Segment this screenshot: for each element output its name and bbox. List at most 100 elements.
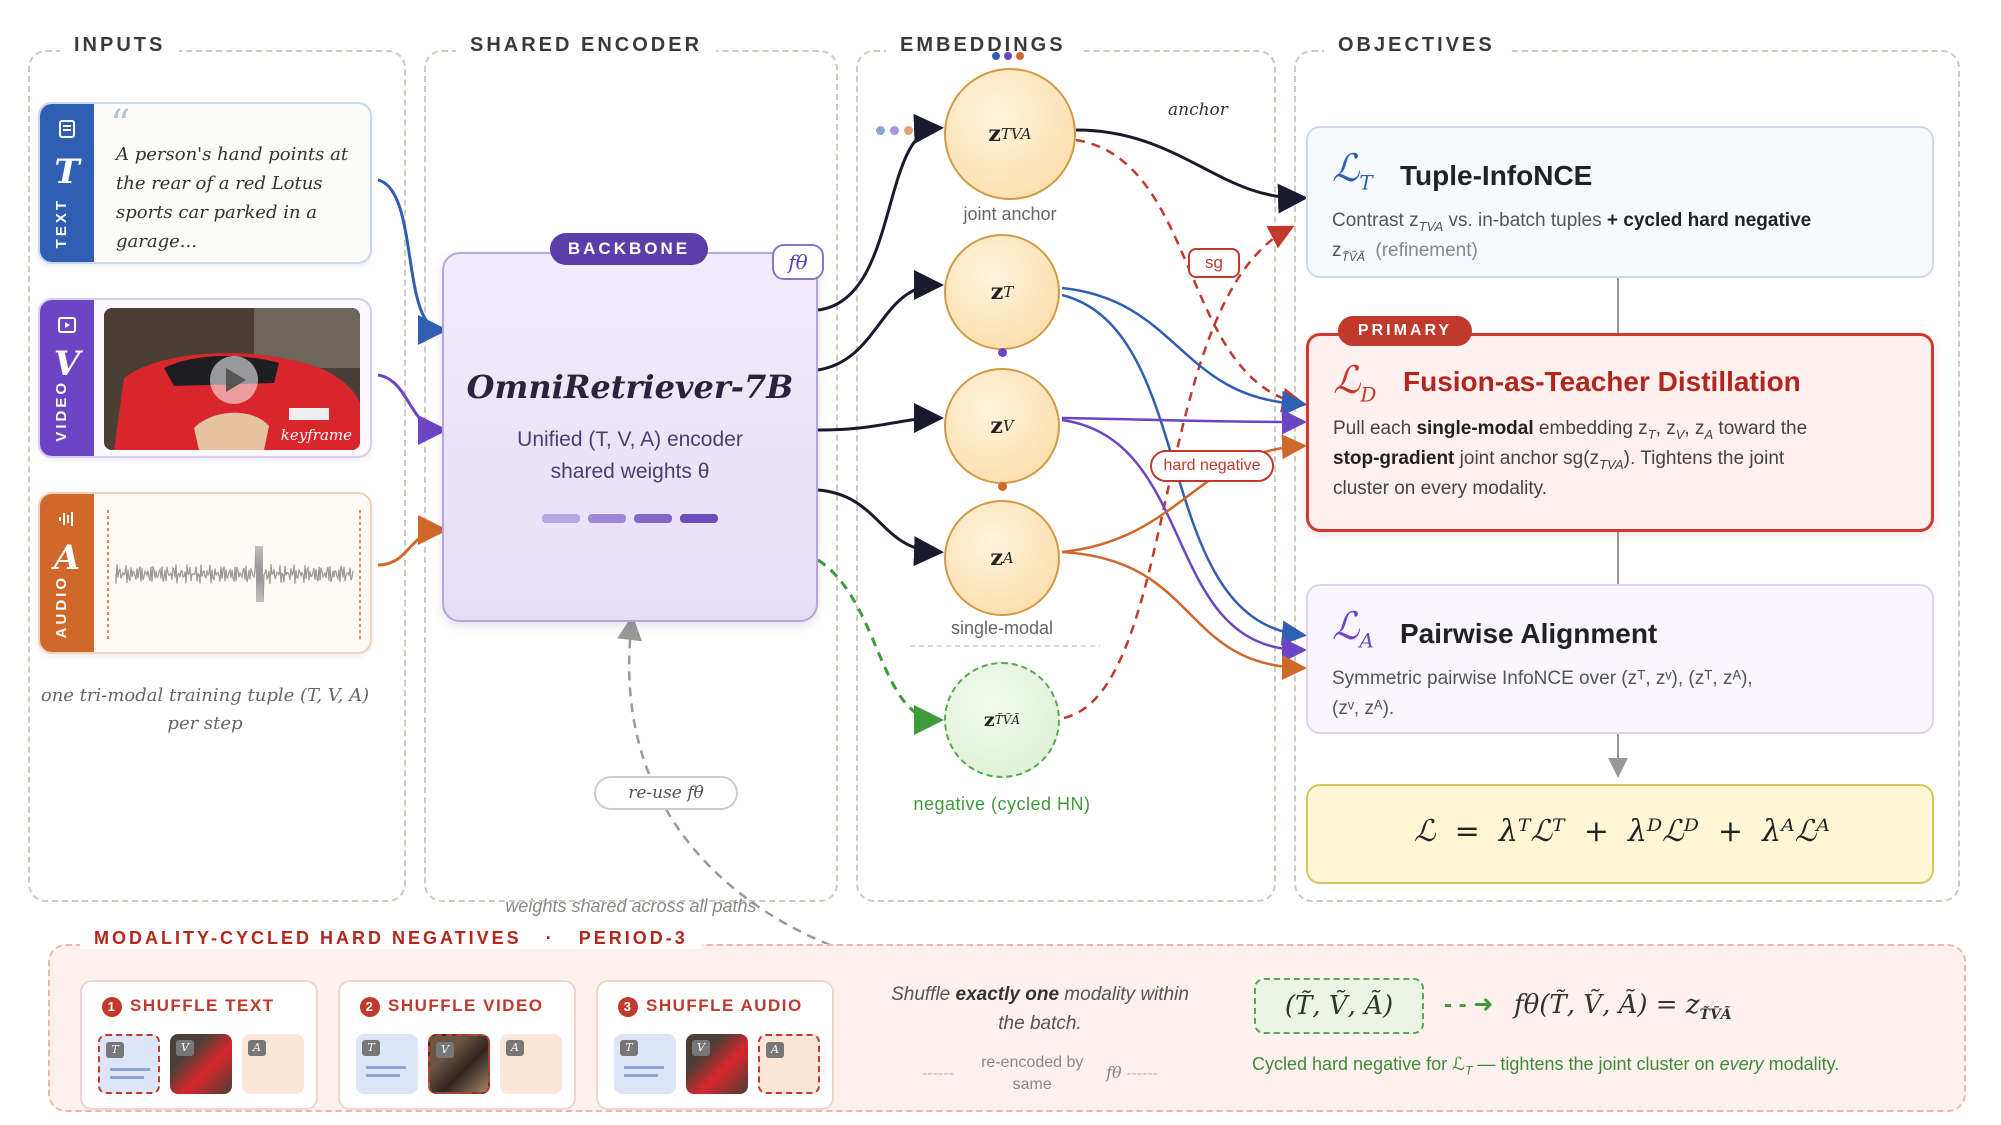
video-icon bbox=[58, 317, 76, 333]
backbone-line1: Unified (T, V, A) encoder bbox=[517, 428, 743, 451]
tuple-body-2: zT̃ṼÃ (refinement) bbox=[1332, 240, 1478, 264]
backbone-bar-2 bbox=[588, 514, 626, 523]
audio-input-card[interactable]: A AUDIO bbox=[38, 492, 372, 654]
cycle-description: Shuffle exactly one modality within the … bbox=[891, 984, 1189, 1034]
dots-left bbox=[876, 126, 916, 136]
text-strip: T TEXT bbox=[40, 104, 94, 262]
text-to-backbone bbox=[377, 178, 448, 345]
distill-symbol: ℒD bbox=[1333, 358, 1377, 407]
thumb-video: V bbox=[170, 1034, 232, 1094]
backbone-to-zt bbox=[817, 270, 944, 372]
shuffle-text-label: SHUFFLE TEXT bbox=[130, 996, 275, 1015]
cycle-caption: Cycled hard negative for ℒT — tightens t… bbox=[1252, 1054, 1840, 1078]
thumb-audio-shuffled: A bbox=[758, 1034, 820, 1094]
text-caption: A person's hand points at the rear of a … bbox=[116, 144, 349, 252]
backbone-line2: shared weights θ bbox=[550, 460, 710, 483]
video-to-backbone bbox=[377, 373, 448, 445]
green-arrow: - - ➜ bbox=[1444, 991, 1494, 1018]
thumb-audio: A bbox=[500, 1034, 562, 1094]
shuffle-audio-card[interactable]: 3 SHUFFLE AUDIO T V A bbox=[596, 980, 834, 1110]
tuple-infonce-card[interactable]: ℒT Tuple-InfoNCE Contrast zTVA vs. in-ba… bbox=[1306, 126, 1934, 278]
distill-body-3: cluster on every modality. bbox=[1333, 478, 1548, 499]
text-label: TEXT bbox=[53, 197, 70, 248]
z-t-dot bbox=[998, 348, 1007, 357]
align-symbol: ℒA bbox=[1332, 604, 1374, 653]
audio-waveform bbox=[107, 510, 361, 640]
keyframe-label: keyframe bbox=[280, 426, 352, 444]
backbone-bar-3 bbox=[634, 514, 672, 523]
anchor-to-tuple bbox=[1075, 128, 1308, 214]
backbone-to-ztva bbox=[817, 113, 944, 312]
zt-to-distill bbox=[1061, 286, 1307, 416]
tuple-symbol: ℒT bbox=[1332, 146, 1373, 195]
reencoded-note: ------ re-encoded by same fθ ------ bbox=[921, 1054, 1159, 1093]
align-body-2: (zᵛ, zᴬ). bbox=[1332, 698, 1395, 719]
align-title: Pairwise Alignment bbox=[1400, 618, 1658, 649]
backbone-bar-4 bbox=[680, 514, 718, 523]
zv-to-distill bbox=[1061, 409, 1307, 435]
video-label: VIDEO bbox=[53, 380, 70, 442]
shared-note: weights shared across all paths bbox=[505, 896, 757, 916]
shuffle-video-num: 2 bbox=[360, 997, 380, 1017]
neg-to-tuple bbox=[1063, 225, 1295, 720]
distill-title: Fusion-as-Teacher Distillation bbox=[1403, 366, 1801, 397]
anchor-label: anchor bbox=[1168, 100, 1228, 120]
audio-to-backbone bbox=[377, 515, 448, 567]
inputs-title: INPUTS bbox=[60, 34, 180, 57]
shuffle-audio-label: SHUFFLE AUDIO bbox=[646, 996, 803, 1015]
backbone-name: OmniRetriever-7B bbox=[466, 368, 794, 406]
reuse-label: re-use fθ bbox=[594, 776, 738, 810]
audio-label: AUDIO bbox=[53, 574, 70, 638]
shuffle-audio-num: 3 bbox=[618, 997, 638, 1017]
distill-body-1: Pull each single-modal embedding zT, zV,… bbox=[1333, 418, 1808, 442]
text-letter: T bbox=[54, 152, 80, 192]
thumb-text: T bbox=[614, 1034, 676, 1094]
backbone-box[interactable] bbox=[442, 252, 818, 622]
hard-negative-badge: hard negative bbox=[1150, 450, 1274, 482]
objectives-title: OBJECTIVES bbox=[1324, 34, 1509, 57]
dots-top bbox=[992, 52, 1032, 62]
sg-badge: sg bbox=[1188, 248, 1240, 278]
primary-badge: PRIMARY bbox=[1338, 316, 1472, 346]
total-loss-card[interactable]: ℒ = λᵀℒᵀ + λᴰℒᴰ + λᴬℒᴬ bbox=[1306, 784, 1934, 884]
inputs-footnote: one tri-modal training tuple (T, V, A) p… bbox=[40, 685, 370, 734]
quote-mark: “ bbox=[110, 102, 131, 148]
z-v-dot bbox=[998, 482, 1007, 491]
cycle-sep: · bbox=[545, 928, 555, 948]
thumb-text: T bbox=[356, 1034, 418, 1094]
ftheta-badge: fθ bbox=[772, 244, 824, 280]
tuple-title: Tuple-InfoNCE bbox=[1400, 160, 1593, 191]
text-input-card[interactable]: T TEXT “ A person's hand points at the r… bbox=[38, 102, 372, 264]
video-input-card[interactable]: V VIDEO keyframe bbox=[38, 298, 372, 458]
video-letter: V bbox=[53, 344, 81, 384]
alignment-card[interactable]: ℒA Pairwise Alignment Symmetric pairwise… bbox=[1306, 584, 1934, 734]
tuple-body-1: Contrast zTVA vs. in-batch tuples + cycl… bbox=[1332, 210, 1812, 234]
single-modal-label: single-modal bbox=[950, 618, 1054, 638]
encode-formula: fθ(T̃, Ṽ, Ã) = zT̃ṼÃ bbox=[1514, 990, 1732, 1024]
negative-label: negative (cycled HN) bbox=[913, 794, 1091, 814]
distillation-card[interactable]: ℒD Fusion-as-Teacher Distillation Pull e… bbox=[1306, 333, 1934, 532]
shuffle-video-label: SHUFFLE VIDEO bbox=[388, 996, 544, 1015]
thumb-audio: A bbox=[242, 1034, 304, 1094]
thumb-text-shuffled: T bbox=[98, 1034, 160, 1094]
shuffled-tuple-box: (T̃, Ṽ, Ã) bbox=[1254, 978, 1424, 1034]
reuse-arrow bbox=[617, 615, 831, 947]
cycle-title-bar: MODALITY-CYCLED HARD NEGATIVES · PERIOD-… bbox=[80, 928, 702, 949]
audio-letter: A bbox=[53, 538, 81, 578]
za-to-align bbox=[1061, 550, 1307, 680]
backbone-to-za bbox=[817, 488, 944, 567]
thumb-video: V bbox=[686, 1034, 748, 1094]
keyframe-image: keyframe bbox=[104, 308, 360, 450]
encoder-title: SHARED ENCODER bbox=[456, 34, 717, 57]
cycle-title: MODALITY-CYCLED HARD NEGATIVES bbox=[94, 928, 522, 948]
cycle-period: PERIOD-3 bbox=[578, 928, 688, 948]
backbone-bar-1 bbox=[542, 514, 580, 523]
car-illustration bbox=[104, 308, 360, 450]
